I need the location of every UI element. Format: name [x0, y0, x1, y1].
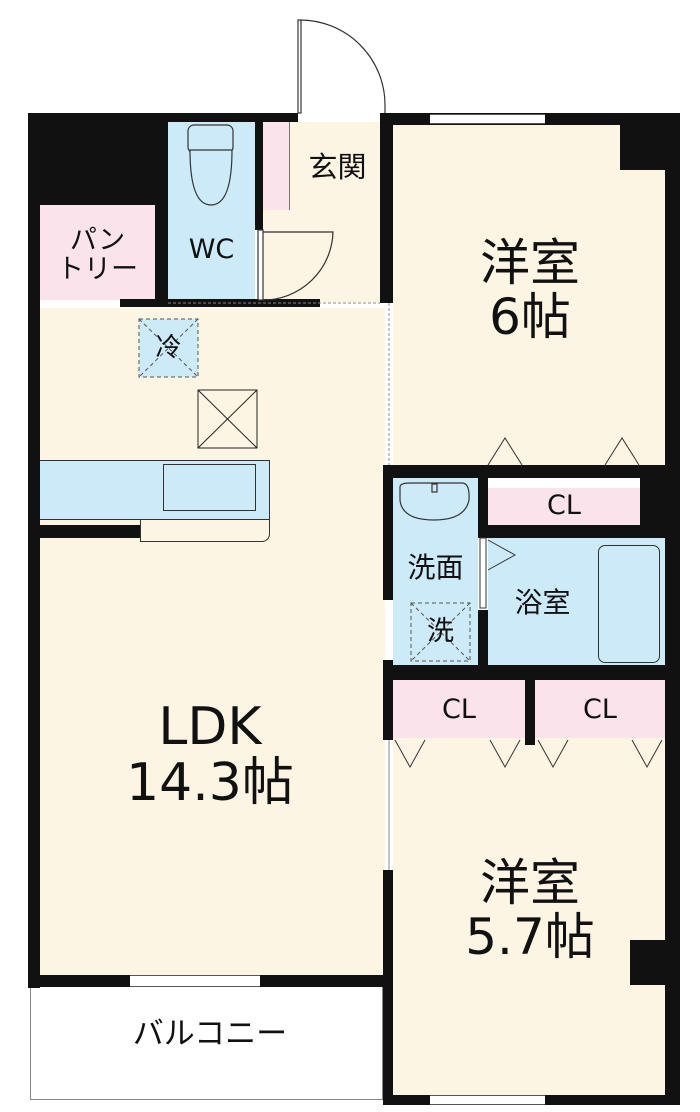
kitchen-sink	[163, 464, 256, 511]
wall	[383, 665, 680, 680]
closet-top	[488, 478, 640, 525]
ldk-floor	[40, 308, 385, 978]
balcony-label: バルコニー	[132, 1016, 288, 1053]
wall	[478, 610, 488, 670]
counter-ledge	[140, 520, 270, 542]
wall	[383, 660, 393, 740]
fridge-label: 冷	[155, 332, 182, 363]
wall	[525, 675, 535, 745]
wall	[640, 470, 680, 530]
washroom-label: 洗面	[407, 550, 464, 584]
wall	[28, 113, 40, 988]
western-room-2-label: 洋室 5.7帖	[465, 854, 595, 966]
wall	[383, 465, 393, 600]
western-room-1-label: 洋室 6帖	[480, 234, 580, 346]
wall	[620, 120, 670, 170]
window	[430, 114, 545, 124]
wall	[168, 113, 298, 122]
wall	[40, 525, 140, 538]
bathtub	[598, 545, 660, 663]
wall	[478, 478, 488, 538]
wall	[120, 299, 320, 307]
wall	[155, 113, 168, 305]
window	[130, 975, 260, 987]
washer-label: 洗	[427, 616, 454, 648]
wall	[665, 113, 680, 1105]
pantry-floor	[40, 205, 155, 300]
wall	[630, 940, 670, 985]
wall	[478, 525, 680, 538]
wall	[255, 122, 263, 230]
closet-right	[535, 680, 665, 738]
wall	[383, 465, 680, 478]
wall	[380, 113, 393, 303]
wc-label: WC	[188, 234, 235, 266]
wall	[383, 870, 393, 1105]
closet-left-label: CL	[442, 694, 476, 726]
wall	[28, 113, 168, 205]
entrance-label: 玄関	[308, 149, 367, 184]
entrance-door-swing	[297, 19, 386, 114]
window	[430, 1095, 545, 1105]
bath-label: 浴室	[514, 585, 571, 619]
ldk-label: LDK 14.3帖	[126, 696, 294, 813]
western-room-2-floor	[393, 738, 668, 1098]
closet-left	[393, 680, 525, 738]
closet-top-label: CL	[547, 490, 581, 522]
pantry-label: パン トリー	[57, 224, 138, 285]
closet-right-label: CL	[583, 694, 617, 726]
shoe-storage	[263, 122, 290, 210]
western-room-1-floor	[393, 125, 668, 467]
